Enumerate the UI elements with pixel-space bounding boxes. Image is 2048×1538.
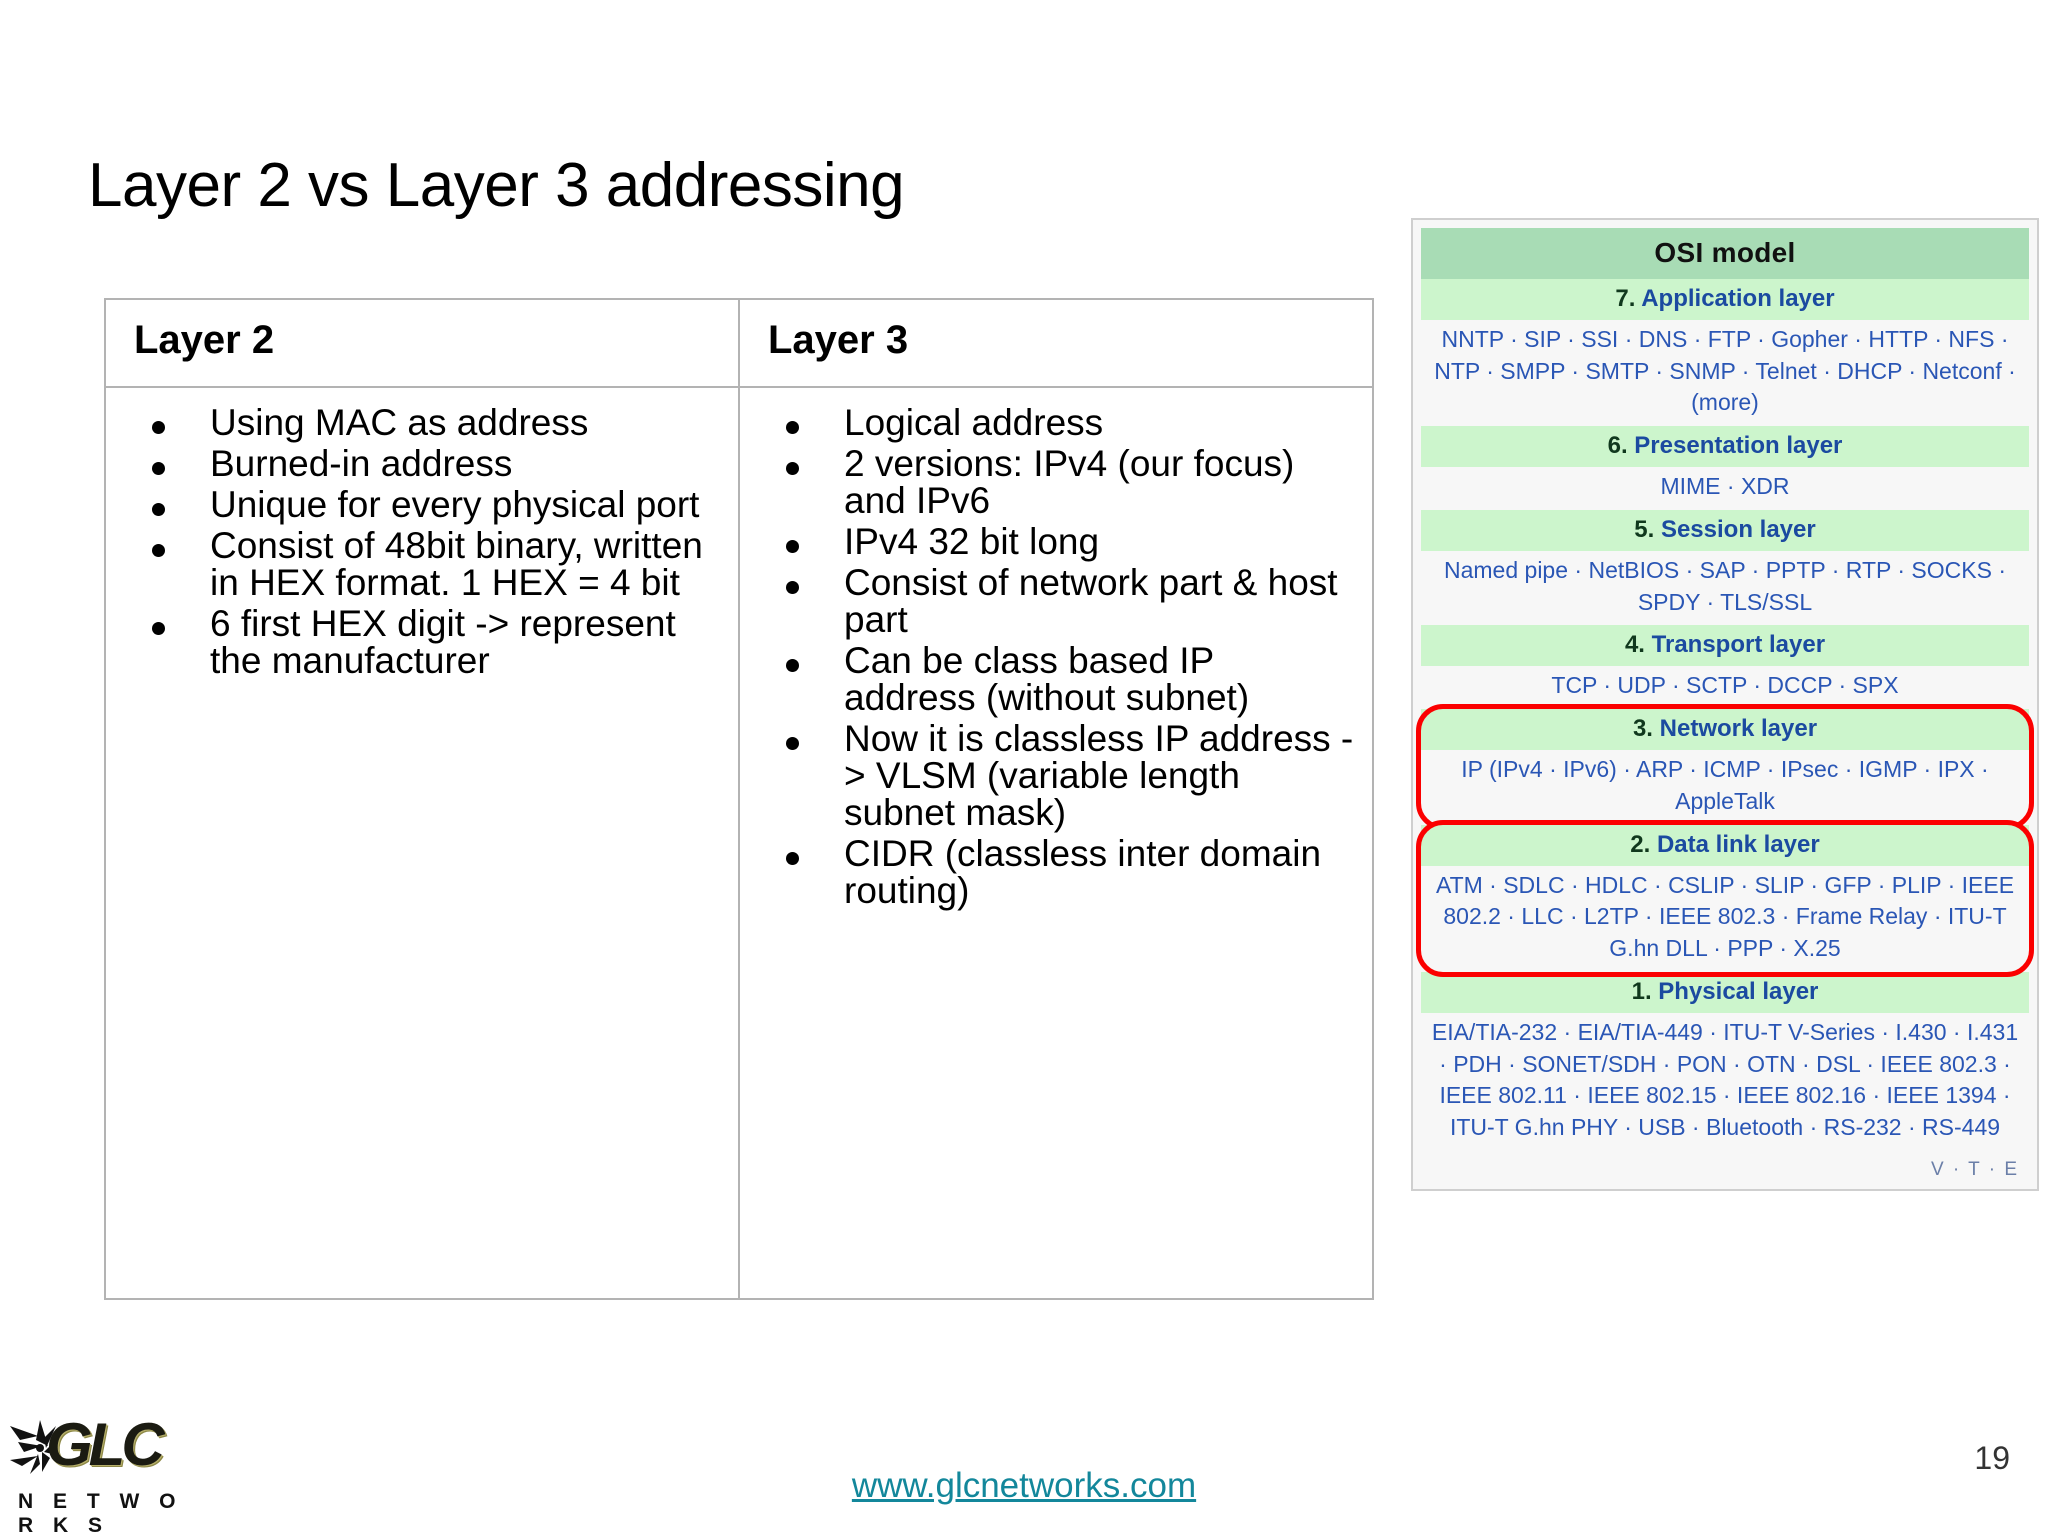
- osi-layer-4-name: Transport layer: [1651, 631, 1826, 659]
- osi-vte-links[interactable]: V · T · E: [1930, 1158, 2019, 1180]
- page-title: Layer 2 vs Layer 3 addressing: [88, 151, 905, 220]
- osi-layer-7-name: Application layer: [1641, 285, 1835, 312]
- list-item: Unique for every physical port: [152, 486, 720, 523]
- page-number: 19: [1974, 1440, 2010, 1476]
- cell-layer3-bullets: Logical address 2 versions: IPv4 (our fo…: [738, 386, 1374, 1300]
- osi-layer-1-name: Physical layer: [1658, 977, 1819, 1005]
- osi-layer-7: 7. Application layer NNTP · SIP · SSI · …: [1421, 279, 2029, 427]
- osi-layer-1-number: 1.: [1631, 977, 1652, 1005]
- osi-layer-6-name: Presentation layer: [1634, 432, 1843, 460]
- table-body-row: Using MAC as address Burned-in address U…: [104, 386, 1374, 1300]
- osi-layer-5-name: Session layer: [1660, 515, 1816, 543]
- list-item: Using MAC as address: [152, 404, 720, 441]
- column-header-label: Layer 3: [768, 318, 909, 362]
- osi-layer-3-header: 3. Network layer: [1421, 709, 2029, 751]
- list-item: 6 first HEX digit -> represent the manuf…: [152, 605, 720, 679]
- osi-layer-1: 1. Physical layer EIA/TIA-232 · EIA/TIA-…: [1421, 971, 2029, 1151]
- list-item: Can be class based IP address (without s…: [786, 642, 1354, 716]
- osi-layer-7-number: 7.: [1615, 285, 1636, 312]
- osi-layer-4: 4. Transport layer TCP · UDP · SCTP · DC…: [1421, 625, 2029, 710]
- osi-layer-6-number: 6.: [1607, 432, 1628, 460]
- osi-layer-1-protocols: EIA/TIA-232 · EIA/TIA-449 · ITU-T V-Seri…: [1421, 1012, 2029, 1151]
- osi-layer-2-protocols: ATM · SDLC · HDLC · CSLIP · SLIP · GFP ·…: [1421, 865, 2029, 972]
- osi-layer-6-protocols: MIME · XDR: [1421, 467, 2029, 510]
- osi-layer-7-header: 7. Application layer: [1421, 279, 2029, 320]
- osi-layer-3-protocols: IP (IPv4 · IPv6) · ARP · ICMP · IPsec · …: [1421, 750, 2029, 825]
- footer-website-link[interactable]: www.glcnetworks.com: [851, 1466, 1197, 1505]
- list-item: CIDR (classless inter domain routing): [786, 835, 1354, 909]
- osi-layer-2-highlighted: 2. Data link layer ATM · SDLC · HDLC · C…: [1416, 819, 2034, 977]
- osi-layer-5-number: 5.: [1634, 515, 1655, 543]
- list-item: Now it is classless IP address -> VLSM (…: [786, 718, 1354, 833]
- logo-wordmark: GLC: [46, 1411, 165, 1478]
- list-item: Consist of network part & host part: [786, 564, 1354, 638]
- osi-layer-6: 6. Presentation layer MIME · XDR: [1421, 426, 2029, 510]
- cell-layer2-bullets: Using MAC as address Burned-in address U…: [104, 386, 740, 1300]
- osi-model-figure: OSI model 7. Application layer NNTP · SI…: [1411, 218, 2039, 1191]
- starburst-icon: [10, 1420, 60, 1474]
- osi-layer-7-protocols: NNTP · SIP · SSI · DNS · FTP · Gopher · …: [1421, 320, 2029, 427]
- osi-layer-5-header: 5. Session layer: [1421, 509, 2029, 551]
- column-header-label: Layer 2: [134, 318, 275, 362]
- osi-layer-6-header: 6. Presentation layer: [1421, 426, 2029, 468]
- osi-layer-3-highlighted: 3. Network layer IP (IPv4 · IPv6) · ARP …: [1416, 704, 2034, 830]
- osi-layer-1-header: 1. Physical layer: [1421, 971, 2029, 1013]
- table-header-row: Layer 2 Layer 3: [104, 298, 1374, 388]
- osi-layer-5: 5. Session layer Named pipe · NetBIOS · …: [1421, 509, 2029, 626]
- osi-layer-4-number: 4.: [1624, 631, 1645, 659]
- osi-model-title: OSI model: [1421, 228, 2029, 279]
- osi-layer-2-name: Data link layer: [1656, 830, 1820, 858]
- osi-layer-2-header: 2. Data link layer: [1421, 824, 2029, 866]
- osi-layer-2-number: 2.: [1630, 830, 1651, 858]
- logo-tagline: N E T W O R K S: [18, 1490, 183, 1537]
- column-header-layer3: Layer 3: [738, 298, 1374, 388]
- layer-comparison-table: Layer 2 Layer 3 Using MAC as address Bur…: [104, 298, 1374, 1300]
- bullet-list-layer3: Logical address 2 versions: IPv4 (our fo…: [740, 388, 1372, 909]
- list-item: Consist of 48bit binary, written in HEX …: [152, 527, 720, 601]
- osi-layer-3-number: 3.: [1632, 715, 1653, 743]
- list-item: Logical address: [786, 404, 1354, 441]
- bullet-list-layer2: Using MAC as address Burned-in address U…: [106, 388, 738, 679]
- osi-layer-4-protocols: TCP · UDP · SCTP · DCCP · SPX: [1421, 666, 2029, 710]
- list-item: Burned-in address: [152, 445, 720, 482]
- column-header-layer2: Layer 2: [104, 298, 740, 388]
- list-item: IPv4 32 bit long: [786, 523, 1354, 560]
- osi-layer-4-header: 4. Transport layer: [1421, 625, 2029, 667]
- list-item: 2 versions: IPv4 (our focus) and IPv6: [786, 445, 1354, 519]
- osi-layer-5-protocols: Named pipe · NetBIOS · SAP · PPTP · RTP …: [1421, 550, 2029, 626]
- glc-networks-logo: GLC N E T W O R K S: [8, 1408, 208, 1537]
- osi-layer-3-name: Network layer: [1659, 715, 1818, 743]
